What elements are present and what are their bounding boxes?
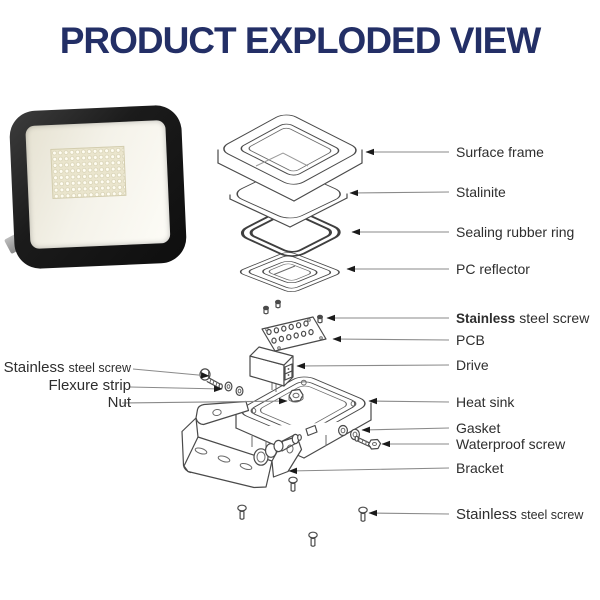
- label-heat-sink: Heat sink: [456, 394, 515, 410]
- label-nut: Nut: [107, 394, 131, 411]
- heat-sink-drawing: [235, 376, 372, 459]
- bottom-screws-drawing: [237, 476, 368, 547]
- surface-frame-drawing: [217, 114, 363, 202]
- label-bracket: Bracket: [456, 460, 504, 476]
- product-photo: [8, 104, 188, 270]
- pcb-drawing: [261, 316, 327, 352]
- sealing-rubber-ring-drawing: [240, 208, 341, 257]
- waterproof-joint-drawing: [253, 433, 302, 466]
- floodlight-face: [25, 120, 171, 249]
- label-drive: Drive: [456, 357, 489, 373]
- page-title: PRODUCT EXPLODED VIEW: [59, 20, 542, 61]
- label-waterproof-screw: Waterproof screw: [456, 436, 566, 452]
- drive-drawing: [249, 346, 294, 392]
- bracket-drawing: [181, 400, 303, 489]
- left-fasteners-drawing: [199, 368, 244, 397]
- leader-lines: [121, 148, 450, 517]
- label-surface-frame: Surface frame: [456, 144, 544, 160]
- label-pc-reflector: PC reflector: [456, 261, 530, 277]
- label-gasket: Gasket: [456, 420, 501, 436]
- label-stalinite: Stalinite: [456, 184, 506, 200]
- waterproof-screw-drawing: [354, 435, 382, 450]
- label-flexure-strip: Flexure strip: [48, 377, 131, 394]
- pc-reflector-drawing: [239, 252, 340, 292]
- led-array: [50, 145, 127, 199]
- label-sealing-rubber-ring: Sealing rubber ring: [456, 224, 575, 240]
- floodlight-body: [8, 104, 188, 270]
- label-pcb: PCB: [456, 332, 485, 348]
